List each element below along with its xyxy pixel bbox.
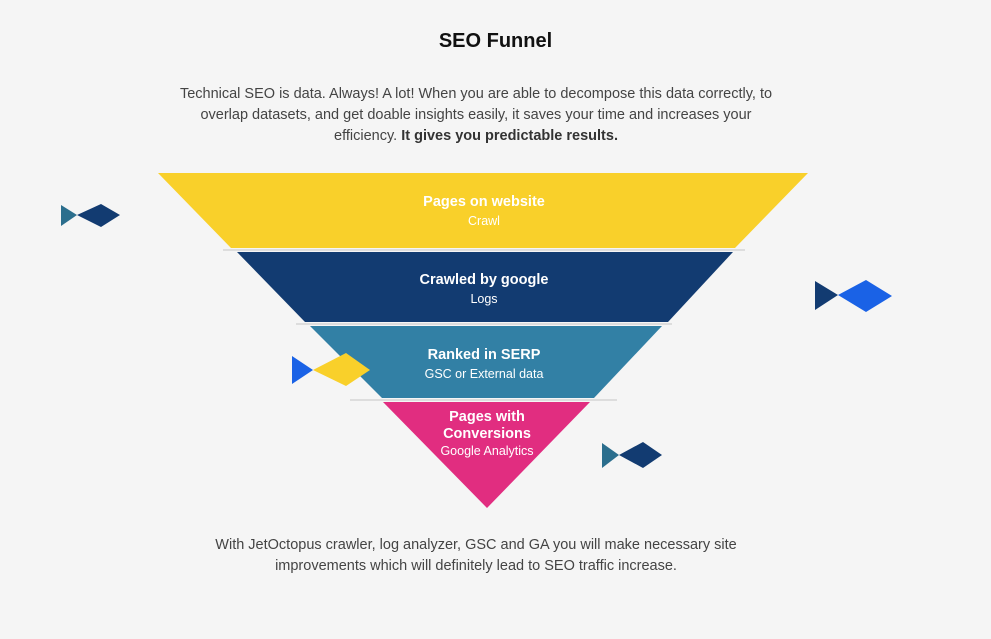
funnel-label-1: Pages on website Crawl: [423, 194, 545, 228]
funnel-label-4: Pages with Conversions Google Analytics: [440, 409, 534, 458]
intro-bold: It gives you predictable results.: [401, 128, 618, 144]
funnel-band-1: [158, 173, 808, 248]
funnel-band-3: [310, 326, 662, 398]
fish-icon: [602, 442, 662, 468]
intro-text: Technical SEO is data. Always! A lot! Wh…: [179, 86, 773, 144]
fish-icon: [292, 353, 370, 386]
funnel-label-3: Ranked in SERP GSC or External data: [424, 347, 544, 381]
fish-icon: [61, 204, 120, 227]
fish-icon: [815, 280, 892, 312]
page-title: SEO Funnel: [438, 30, 553, 52]
funnel-band-2: [237, 252, 733, 322]
funnel-band-4: [383, 402, 590, 508]
outro-text: With JetOctopus crawler, log analyzer, G…: [215, 537, 737, 574]
funnel-label-2: Crawled by google Logs: [419, 272, 549, 306]
